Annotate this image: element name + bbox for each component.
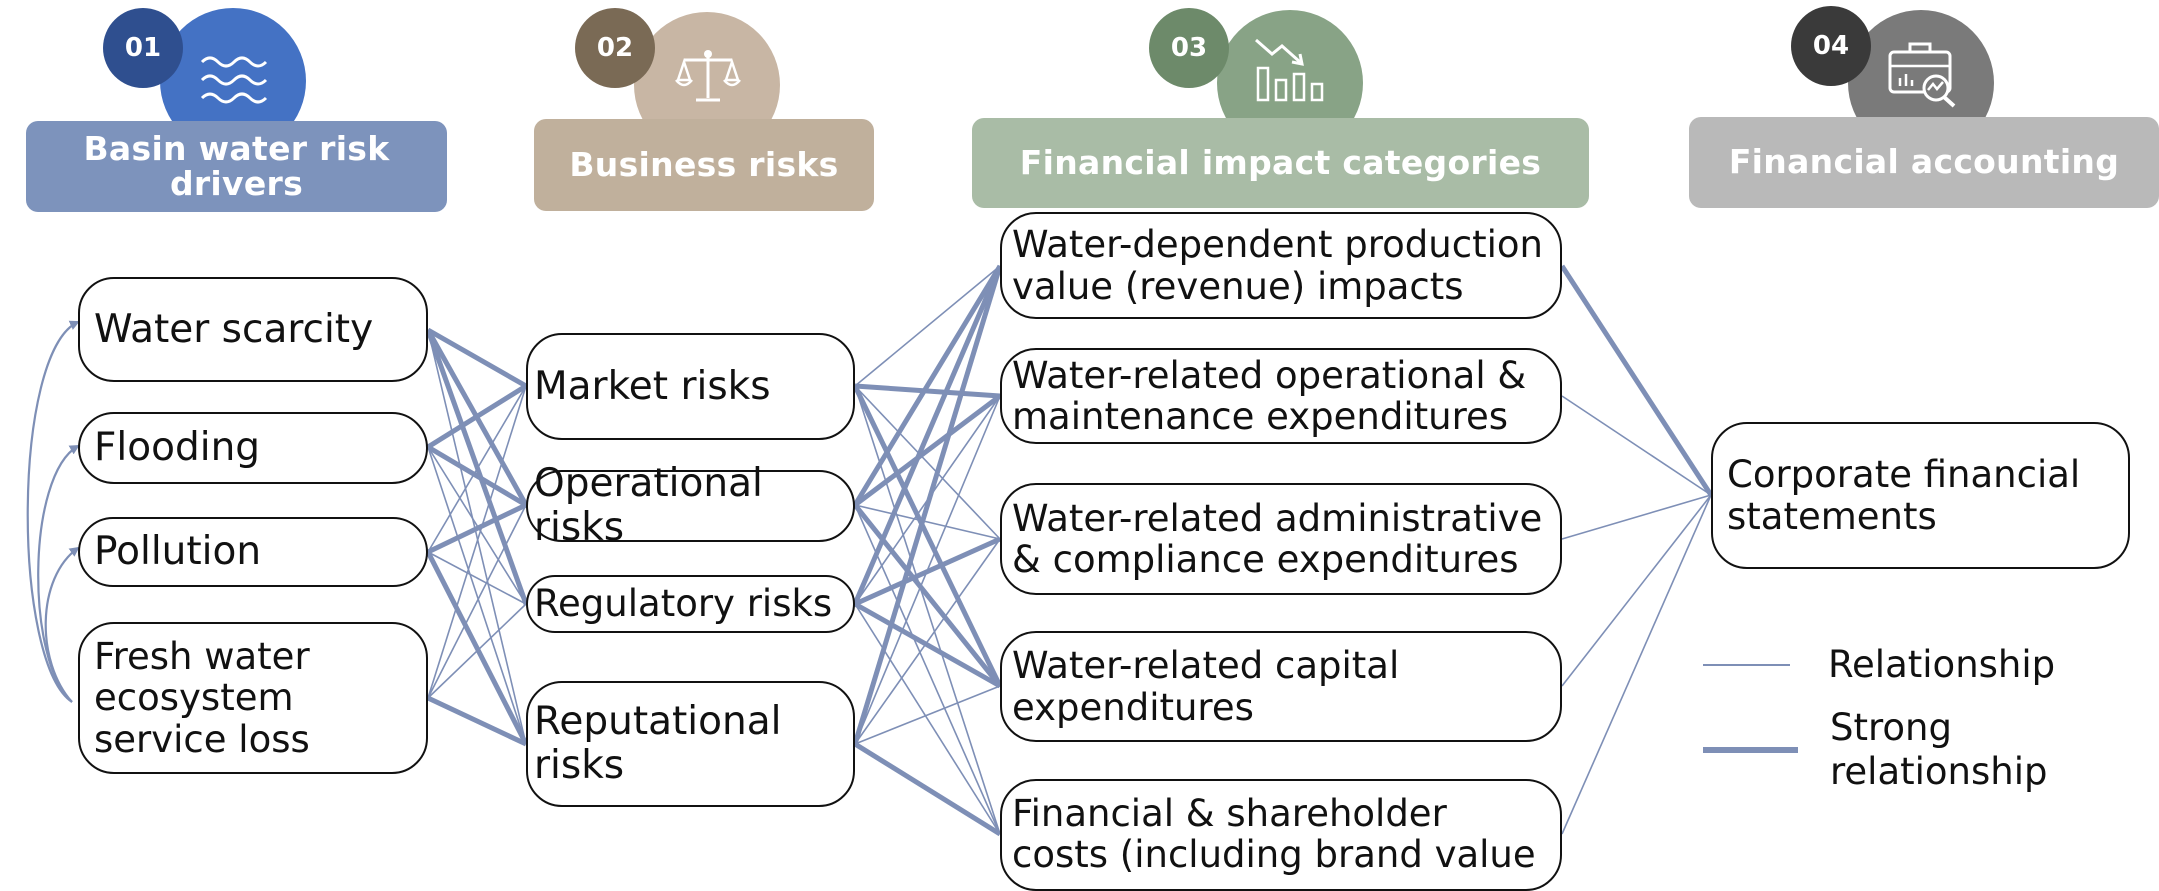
driver-risk-link <box>427 385 527 553</box>
header-3-number: 03 <box>1149 8 1229 88</box>
header-2-number: 02 <box>575 8 655 88</box>
driver-node: Water scarcity <box>78 277 428 382</box>
driver-risk-link <box>426 502 528 555</box>
impact-label: Water-related administrative & complianc… <box>1012 496 1543 581</box>
driver-risk-link <box>425 329 529 605</box>
driver-risk-link <box>427 446 527 745</box>
risk-impact-link <box>854 265 1001 387</box>
risk-impact-link <box>854 504 1001 540</box>
briefcase-analytics-icon <box>1888 42 1956 108</box>
risk-impact-link <box>854 504 1001 835</box>
risk-node: Regulatory risks <box>526 575 855 633</box>
driver-risk-link <box>427 504 527 699</box>
legend-relationship-line <box>1703 664 1790 666</box>
driver-label: Pollution <box>94 529 262 575</box>
driver-risk-link <box>426 327 528 389</box>
risk-impact-link <box>854 538 1001 745</box>
impact-accounting-link <box>1559 264 1714 497</box>
risk-impact-link <box>853 503 1002 688</box>
impact-label: Water-dependent production value (revenu… <box>1012 223 1543 308</box>
impact-node: Water-related capital expenditures <box>1000 631 1562 742</box>
risk-impact-link <box>854 395 1001 745</box>
risk-impact-link <box>852 264 1003 507</box>
risk-label: Operational risks <box>534 461 763 550</box>
driver-risk-link <box>426 383 528 450</box>
driver-node: Flooding <box>78 412 428 484</box>
driver-risk-link <box>426 695 528 747</box>
risk-impact-link <box>852 265 1003 745</box>
risk-impact-link <box>852 265 1003 605</box>
water-waves-icon <box>200 56 268 104</box>
driver-feedback-arrow <box>44 546 80 703</box>
impact-node: Water-dependent production value (revenu… <box>1000 212 1562 319</box>
impact-accounting-link <box>1561 494 1712 540</box>
driver-risk-link <box>427 385 527 699</box>
driver-risk-link <box>427 446 527 605</box>
legend-strong-label: Strong relationship <box>1830 706 2048 793</box>
risk-impact-link <box>854 685 1001 745</box>
driver-risk-link <box>426 444 528 508</box>
impact-accounting-link <box>1561 494 1712 687</box>
header-4-number: 04 <box>1791 6 1871 86</box>
driver-label: Fresh water ecosystem service loss <box>94 634 310 761</box>
risk-label: Market risks <box>534 363 771 409</box>
impact-node: Water-related operational & maintenance … <box>1000 348 1562 444</box>
impact-label: Financial & shareholder costs (including… <box>1012 792 1536 877</box>
impact-label: Water-related capital expenditures <box>1012 644 1400 729</box>
header-4-title: Financial accounting <box>1689 117 2159 208</box>
risk-impact-link <box>852 384 1003 688</box>
risk-node: Market risks <box>526 333 855 440</box>
driver-label: Flooding <box>94 425 261 471</box>
driver-node: Pollution <box>78 517 428 587</box>
header-3-title: Financial impact categories <box>972 118 1589 208</box>
risk-impact-link <box>854 385 1001 540</box>
risk-label: Reputational risks <box>534 699 782 788</box>
legend-relationship-label: Relationship <box>1828 643 2056 686</box>
impact-node: Water-related administrative & complianc… <box>1000 483 1562 595</box>
risk-impact-link <box>853 601 1002 689</box>
driver-feedback-arrow <box>26 320 80 703</box>
impact-accounting-link <box>1561 494 1712 835</box>
driver-risk-link <box>425 550 529 746</box>
driver-risk-link <box>427 551 527 605</box>
impact-label: Water-related operational & maintenance … <box>1012 353 1527 438</box>
header-2-title: Business risks <box>534 119 874 211</box>
accounting-node: Corporate financial statements <box>1711 422 2130 569</box>
driver-label: Water scarcity <box>94 306 374 352</box>
risk-node: Operational risks <box>526 462 855 549</box>
driver-node: Fresh water ecosystem service loss <box>78 622 428 774</box>
legend-strong-line <box>1703 747 1798 753</box>
risk-label: Regulatory risks <box>534 582 833 626</box>
declining-bar-chart-icon <box>1255 38 1324 102</box>
impact-node: Financial & shareholder costs (including… <box>1000 779 1562 891</box>
risk-impact-link <box>854 383 1001 399</box>
risk-node: Reputational risks <box>526 681 855 807</box>
risk-impact-link <box>853 394 1002 507</box>
risk-impact-link <box>854 603 1001 835</box>
accounting-label: Corporate financial statements <box>1727 453 2081 538</box>
impact-accounting-link <box>1561 395 1712 496</box>
header-1-title: Basin water risk drivers <box>26 121 447 212</box>
driver-risk-link <box>427 603 527 699</box>
risk-impact-link <box>853 741 1002 837</box>
driver-risk-link <box>427 329 527 745</box>
driver-feedback-arrow <box>37 444 80 703</box>
header-1-number: 01 <box>103 8 183 88</box>
scales-icon <box>675 50 741 102</box>
